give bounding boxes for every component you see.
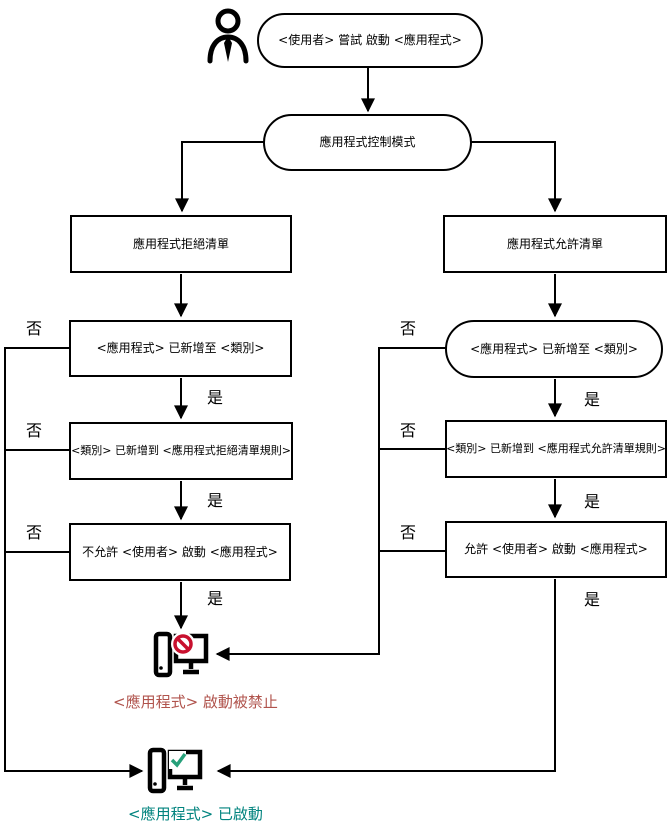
edge-label-yes-deny-1: 是 — [207, 388, 224, 407]
user-actor-icon — [203, 6, 253, 64]
node-allow-category-added: <類別> 已新增到 <應用程式允許清單規則> — [445, 420, 667, 478]
computer-started-icon — [146, 746, 204, 796]
node-allow-app-added: <應用程式> 已新增至 <類別> — [445, 320, 663, 378]
node-control-mode: 應用程式控制模式 — [263, 114, 472, 171]
node-start: <使用者> 嘗試 啟動 <應用程式> — [257, 13, 483, 68]
computer-blocked-icon — [152, 630, 210, 680]
edge-label-yes-deny-2: 是 — [207, 491, 224, 510]
edge-label-no-allow-2: 否 — [400, 421, 417, 440]
edge-label-no-allow-1: 否 — [400, 319, 417, 338]
edge-label-no-deny-1: 否 — [26, 319, 43, 338]
edge-label-yes-allow-2: 是 — [584, 492, 601, 511]
node-allowlist: 應用程式允許清單 — [443, 215, 667, 273]
started-result-label: <應用程式> 已啟動 — [128, 805, 263, 823]
edge-label-no-deny-2: 否 — [26, 421, 43, 440]
node-denylist: 應用程式拒絕清單 — [70, 215, 292, 273]
edge-label-yes-allow-1: 是 — [584, 390, 601, 409]
node-allow-start-rule: 允許 <使用者> 啟動 <應用程式> — [445, 521, 667, 578]
node-deny-category-added: <類別> 已新增到 <應用程式拒絕清單規則> — [69, 422, 293, 480]
edge-label-yes-allow-3: 是 — [584, 590, 601, 609]
edge-label-yes-deny-3: 是 — [207, 589, 224, 608]
node-deny-app-added: <應用程式> 已新增至 <類別> — [69, 320, 292, 377]
node-deny-start-rule: 不允許 <使用者> 啟動 <應用程式> — [69, 523, 291, 581]
edge-label-no-deny-3: 否 — [26, 523, 43, 542]
blocked-result-label: <應用程式> 啟動被禁止 — [113, 693, 278, 711]
edge-label-no-allow-3: 否 — [400, 523, 417, 542]
